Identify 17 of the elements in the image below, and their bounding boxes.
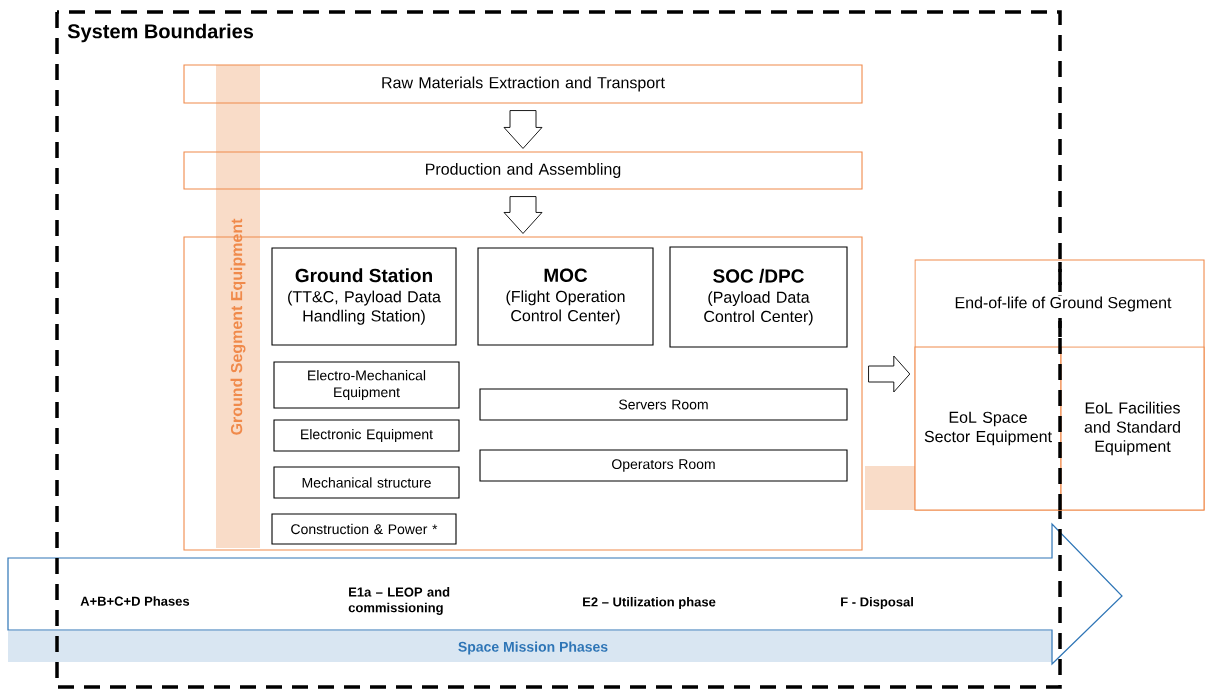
equipment-box: Construction & Power * [271, 513, 457, 545]
equipment-box: Electronic Equipment [273, 419, 460, 452]
equipment-box: Mechanical structure [273, 466, 460, 499]
facility-box: SOC /DPC (Payload Data Control Center) [669, 246, 848, 348]
equipment-box: Electro-Mechanical Equipment [273, 361, 460, 409]
end-of-life-box: EoL Space Sector Equipment [914, 346, 1062, 511]
process-box: Raw Materials Extraction and Transport [183, 64, 863, 104]
vertical-band: Ground Segment Equipment [216, 65, 260, 548]
room-box: Operators Room [479, 449, 848, 482]
facility-box: Ground Station (TT&C, Payload Data Handling Station) [271, 247, 457, 346]
block-arrow [503, 110, 543, 149]
room-box: Servers Room [479, 388, 848, 421]
block-arrow [868, 355, 911, 393]
facility-box: MOC (Flight Operation Control Center) [477, 247, 654, 346]
block-arrow [503, 196, 543, 234]
end-of-life-box: EoL Facilities and Standard Equipment [1060, 346, 1205, 511]
process-box: Production and Assembling [183, 151, 863, 190]
